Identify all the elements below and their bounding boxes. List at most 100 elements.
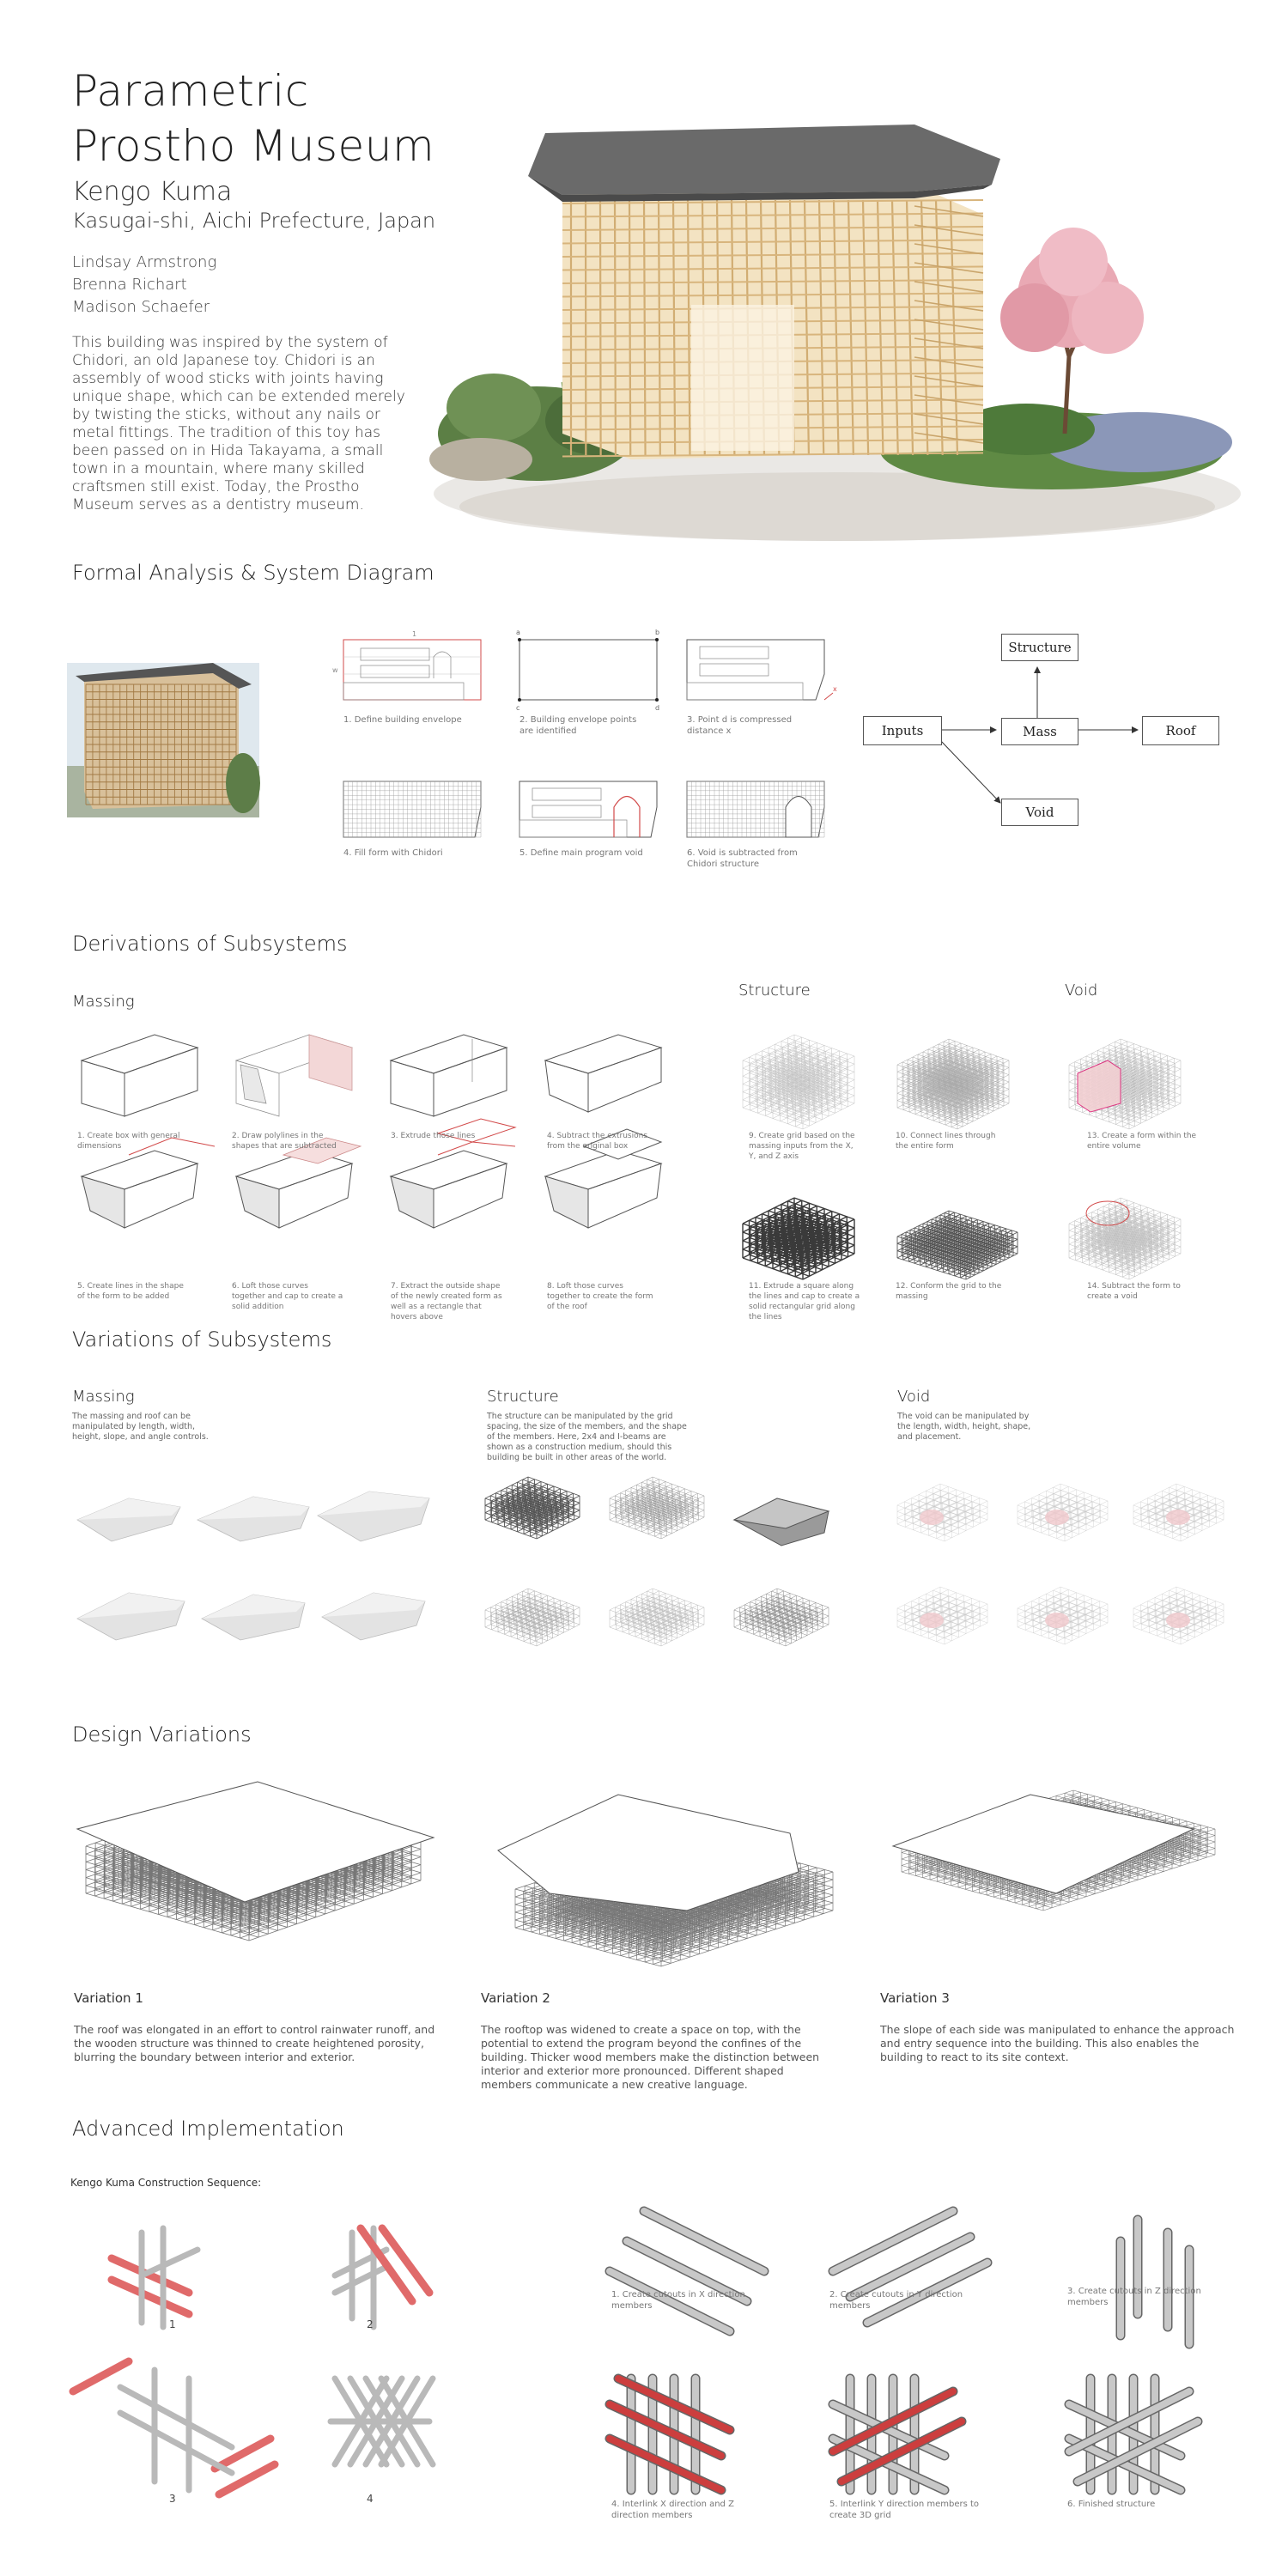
design-variation-3-diagram xyxy=(891,1789,1216,1911)
system-node-mass: Mass xyxy=(1001,718,1078,745)
variation-desc: The roof was elongated in an effort to c… xyxy=(74,2023,435,2063)
subheading-massing: Massing xyxy=(72,1388,135,1406)
point-label-c: c xyxy=(516,704,519,712)
system-node-roof: Roof xyxy=(1142,716,1219,745)
section-heading-formal: Formal Analysis & System Diagram xyxy=(72,561,434,585)
kengo-kuma-sequence xyxy=(69,2224,436,2499)
formal-step-caption: 1. Define building envelope xyxy=(343,715,462,725)
formal-step-5-diagram xyxy=(519,781,658,838)
formal-step-1-diagram: 1 w xyxy=(332,630,482,701)
title-line-2: Prostho Museum xyxy=(72,121,435,171)
void-step-14-diagram xyxy=(1068,1197,1182,1280)
system-node-void: Void xyxy=(1001,799,1078,826)
variation-title: Variation 2 xyxy=(481,1990,550,2006)
chidori-building xyxy=(562,185,984,459)
massing-step-5-diagram xyxy=(80,1137,216,1229)
massing-step-7-diagram xyxy=(389,1118,517,1229)
massing-caption: 7. Extract the outside shape of the newl… xyxy=(391,1282,502,1321)
advanced-step-caption: 5. Interlink Y direction members to crea… xyxy=(829,2500,980,2520)
massing-caption: 1. Create box with general dimensions xyxy=(77,1132,180,1151)
cherry-tree xyxy=(1000,228,1144,434)
advanced-step-caption: 6. Finished structure xyxy=(1067,2500,1156,2509)
subsystem-variation-diagrams xyxy=(76,1476,1224,1647)
title-block: Parametric Prostho Museum Kengo Kuma Kas… xyxy=(72,64,467,514)
subheading-void: Void xyxy=(897,1388,931,1406)
formal-step-2-diagram: a b c d xyxy=(516,629,659,712)
advanced-step-caption: 4. Interlink X direction and Z direction… xyxy=(611,2500,734,2520)
formal-step-diagrams: 1 w a b c d x xyxy=(332,629,837,838)
design-variation-2-diagram xyxy=(497,1794,834,1967)
svg-text:1: 1 xyxy=(412,630,416,638)
void-caption: 13. Create a form within the entire volu… xyxy=(1087,1132,1197,1151)
structure-step-12-diagram xyxy=(896,1210,1018,1280)
structure-step-10-diagram xyxy=(896,1038,1010,1130)
system-node-inputs: Inputs xyxy=(863,716,942,745)
author: Madison Schaefer xyxy=(72,298,210,316)
massing-step-8-diagram xyxy=(544,1128,663,1229)
massing-step-2-diagram xyxy=(234,1034,354,1117)
massing-caption: 3. Extrude those lines xyxy=(391,1132,476,1140)
void-variation-desc: The void can be manipulated by the lengt… xyxy=(897,1412,1031,1442)
advanced-step-caption: 3. Create cutouts in Z direction members xyxy=(1067,2287,1201,2307)
section-heading-design: Design Variations xyxy=(72,1722,252,1747)
intro-paragraph: This building was inspired by the system… xyxy=(72,334,405,513)
structure-caption: 11. Extrude a square along the lines and… xyxy=(749,1282,860,1321)
variation-desc: The rooftop was widened to create a spac… xyxy=(481,2023,820,2091)
void-step-13-diagram xyxy=(1068,1038,1182,1130)
museum-photo xyxy=(67,663,260,817)
formal-step-caption: 3. Point d is compressed distance x xyxy=(687,715,793,736)
structure-caption: 9. Create grid based on the massing inpu… xyxy=(749,1132,855,1161)
sequence-number: 3 xyxy=(169,2493,176,2505)
variation-title: Variation 3 xyxy=(880,1990,950,2006)
author: Brenna Richart xyxy=(72,276,187,294)
formal-step-caption: 5. Define main program void xyxy=(519,848,643,858)
authors-list: Lindsay Armstrong Brenna Richart Madison… xyxy=(72,252,467,319)
massing-caption: 4. Subtract the extrusions from the orig… xyxy=(547,1132,648,1151)
variation-desc: The slope of each side was manipulated t… xyxy=(880,2023,1235,2063)
massing-caption: 8. Loft those curves together to create … xyxy=(547,1282,653,1311)
massing-caption: 6. Loft those curves together and cap to… xyxy=(232,1282,343,1311)
massing-caption: 5. Create lines in the shape of the form… xyxy=(77,1282,184,1301)
formal-step-caption: 6. Void is subtracted from Chidori struc… xyxy=(687,848,798,869)
subheading-structure: Structure xyxy=(487,1388,559,1406)
structure-variation-desc: The structure can be manipulated by the … xyxy=(487,1412,687,1462)
derivation-diagrams xyxy=(80,1034,1182,1280)
sequence-number: 1 xyxy=(169,2318,176,2330)
formal-step-6-diagram xyxy=(686,781,825,838)
structure-step-11-diagram xyxy=(742,1197,855,1280)
formal-step-3-diagram: x xyxy=(686,639,837,701)
formal-step-4-diagram xyxy=(343,781,482,838)
construction-sequence-diagrams xyxy=(69,2206,1203,2499)
massing-step-4-diagram xyxy=(544,1034,663,1113)
subheading-structure: Structure xyxy=(738,981,811,999)
design-variation-1-diagram xyxy=(76,1781,435,1941)
section-heading-variations: Variations of Subsystems xyxy=(72,1327,332,1352)
section-heading-advanced: Advanced Implementation xyxy=(72,2117,344,2141)
subheading-void: Void xyxy=(1065,981,1098,999)
section-heading-derivations: Derivations of Subsystems xyxy=(72,932,348,956)
massing-step-3-diagram xyxy=(389,1034,508,1117)
structure-step-9-diagram xyxy=(742,1034,855,1130)
system-diagram-arrows xyxy=(939,666,1139,804)
structure-caption: 10. Connect lines through the entire for… xyxy=(896,1132,996,1151)
page-title: Parametric Prostho Museum xyxy=(72,64,467,173)
variation-title: Variation 1 xyxy=(74,1990,143,2006)
design-variation-renderings xyxy=(76,1781,1216,1967)
advanced-step-caption: 1. Create cutouts in X direction members xyxy=(611,2290,745,2311)
architect-name: Kengo Kuma xyxy=(72,177,233,207)
point-label-a: a xyxy=(516,629,520,636)
point-label-b: b xyxy=(655,629,659,636)
sequence-number: 2 xyxy=(367,2318,374,2330)
formal-step-caption: 2. Building envelope points are identifi… xyxy=(519,715,637,736)
system-node-structure: Structure xyxy=(1001,634,1078,661)
sequence-number: 4 xyxy=(367,2493,374,2505)
advanced-step-caption: 2. Create cutouts in Y direction members xyxy=(829,2290,963,2311)
massing-variation-desc: The massing and roof can be manipulated … xyxy=(72,1412,209,1442)
void-caption: 14. Subtract the form to create a void xyxy=(1087,1282,1181,1301)
project-location: Kasugai-shi, Aichi Prefecture, Japan xyxy=(72,209,436,233)
subheading-massing: Massing xyxy=(72,993,135,1011)
point-label-d: d xyxy=(655,704,659,712)
structure-variations xyxy=(484,1476,830,1647)
advanced-steps xyxy=(605,2206,1203,2495)
formal-step-caption: 4. Fill form with Chidori xyxy=(343,848,443,858)
